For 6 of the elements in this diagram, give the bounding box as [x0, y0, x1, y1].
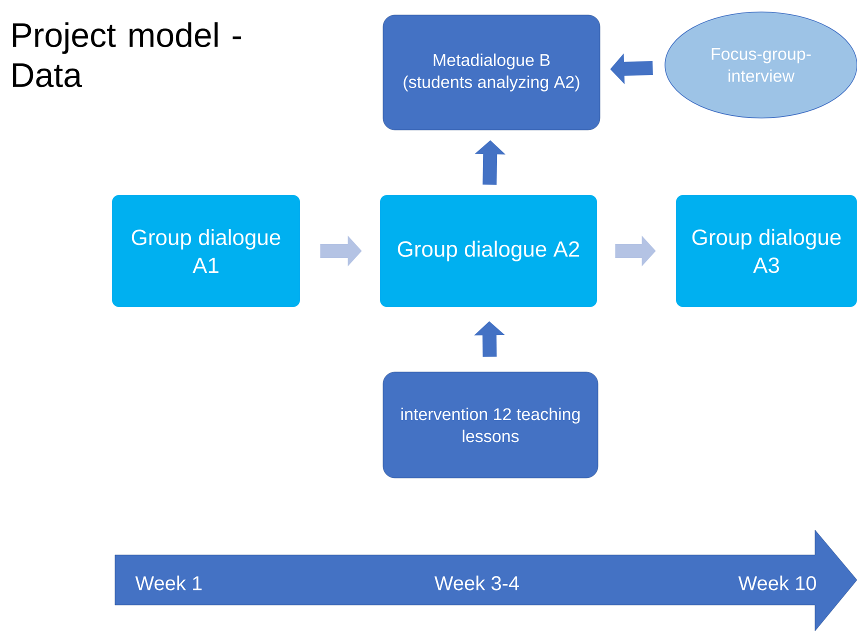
dialogue-box: Group dialogue A1 — [112, 194, 300, 307]
metadialogue-box: Metadialogue B (students analyzing A2) — [382, 14, 600, 130]
dialogue-box: Group dialogue A3 — [676, 194, 857, 307]
title: Project model - Data — [13, 22, 242, 88]
dialogue-box: Group dialogue A2 — [380, 194, 597, 307]
intervention-box: intervention 12 teaching lessons — [382, 372, 598, 478]
